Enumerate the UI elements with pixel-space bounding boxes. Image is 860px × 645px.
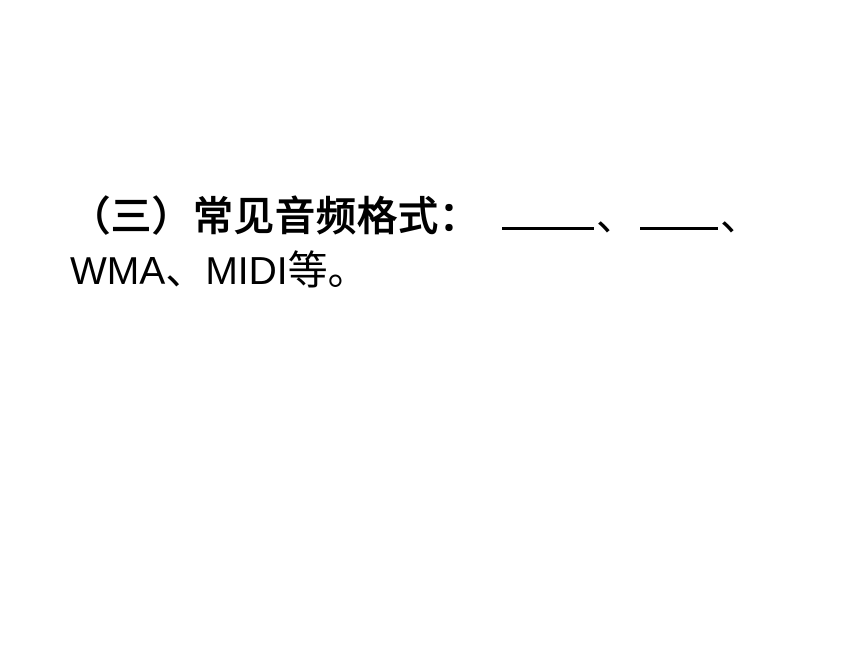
separator-1: 、 [596,194,636,240]
separator-3: 、 [165,248,206,294]
format-midi: MIDI [205,250,288,293]
separator-2: 、 [720,194,760,240]
question-line-2: WMA、MIDI等。 [70,244,840,298]
format-wma: WMA [70,250,166,293]
answer-blank-2[interactable] [640,197,718,230]
answer-blank-1[interactable] [502,197,594,230]
question-line-1: （三）常见音频格式： 、 、 [70,190,840,244]
section-heading: （三）常见音频格式： [70,193,480,240]
ending-text: 等。 [287,248,368,294]
question-text: （三）常见音频格式：、、 WMA、MIDI等。 [70,190,840,298]
